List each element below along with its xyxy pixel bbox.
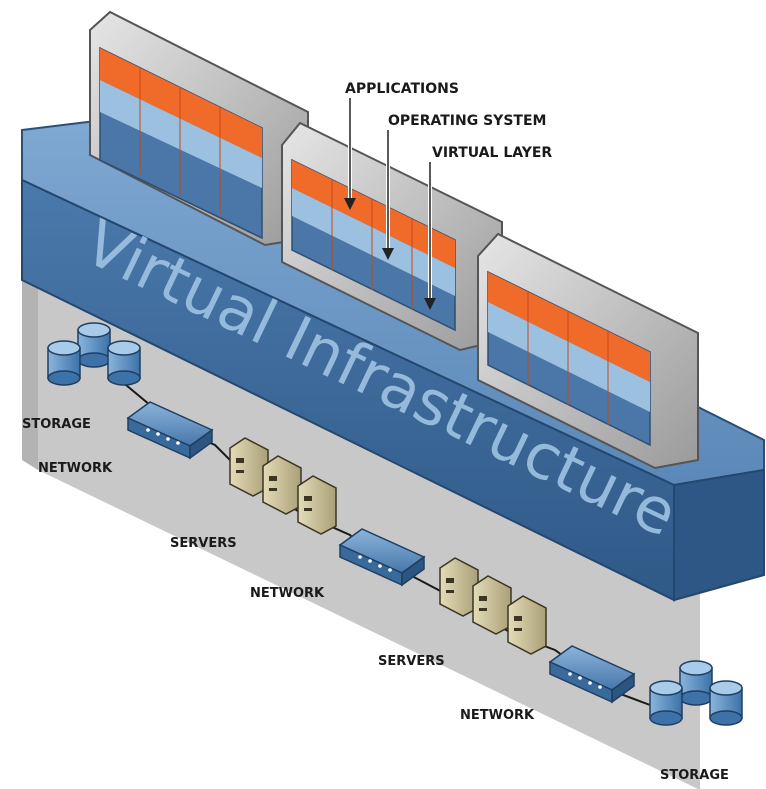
network-3-label: NETWORK: [460, 708, 535, 723]
storage-icon: [679, 660, 713, 706]
storage-1-label: STORAGE: [22, 417, 91, 432]
network-2-label: NETWORK: [250, 586, 325, 601]
arrow-icon: [382, 248, 394, 260]
callout-virtual-layer: VIRTUAL LAYER: [424, 145, 552, 310]
servers-1: [229, 437, 337, 535]
arrow-icon: [424, 298, 436, 310]
callout-applications-label: APPLICATIONS: [345, 81, 459, 97]
vm-center-os-row: [292, 188, 455, 296]
callout-virtual-layer-label: VIRTUAL LAYER: [432, 145, 552, 161]
platform-shadow: [22, 238, 700, 789]
storage-icon: [107, 340, 141, 386]
server-icon: [262, 455, 302, 515]
server-icon: [507, 595, 547, 655]
server-icon: [472, 575, 512, 635]
servers-2: [439, 557, 547, 655]
network-switch-2: [338, 528, 426, 587]
network-1-label: NETWORK: [38, 461, 113, 476]
virtual-machine-right: [477, 232, 699, 470]
network-switch-icon: [548, 645, 636, 704]
storage-icon: [709, 680, 743, 726]
storage-icon: [649, 680, 683, 726]
network-switch-3: [548, 645, 636, 704]
storage-2-label: STORAGE: [660, 768, 729, 783]
storage-2: [649, 660, 743, 726]
callout-applications: APPLICATIONS: [344, 81, 459, 210]
network-switch-icon: [126, 401, 214, 460]
servers-2-label: SERVERS: [378, 654, 445, 669]
storage-1: [47, 322, 141, 386]
storage-icon: [47, 340, 81, 386]
callout-operating-system-label: OPERATING SYSTEM: [388, 113, 546, 129]
storage-icon: [77, 322, 111, 368]
servers-1-label: SERVERS: [170, 536, 237, 551]
server-icon: [297, 475, 337, 535]
network-switch-icon: [338, 528, 426, 587]
network-switch-1: [126, 401, 214, 460]
arrow-icon: [344, 198, 356, 210]
callout-operating-system: OPERATING SYSTEM: [382, 113, 546, 260]
vm-center-applications-row: [292, 160, 455, 268]
